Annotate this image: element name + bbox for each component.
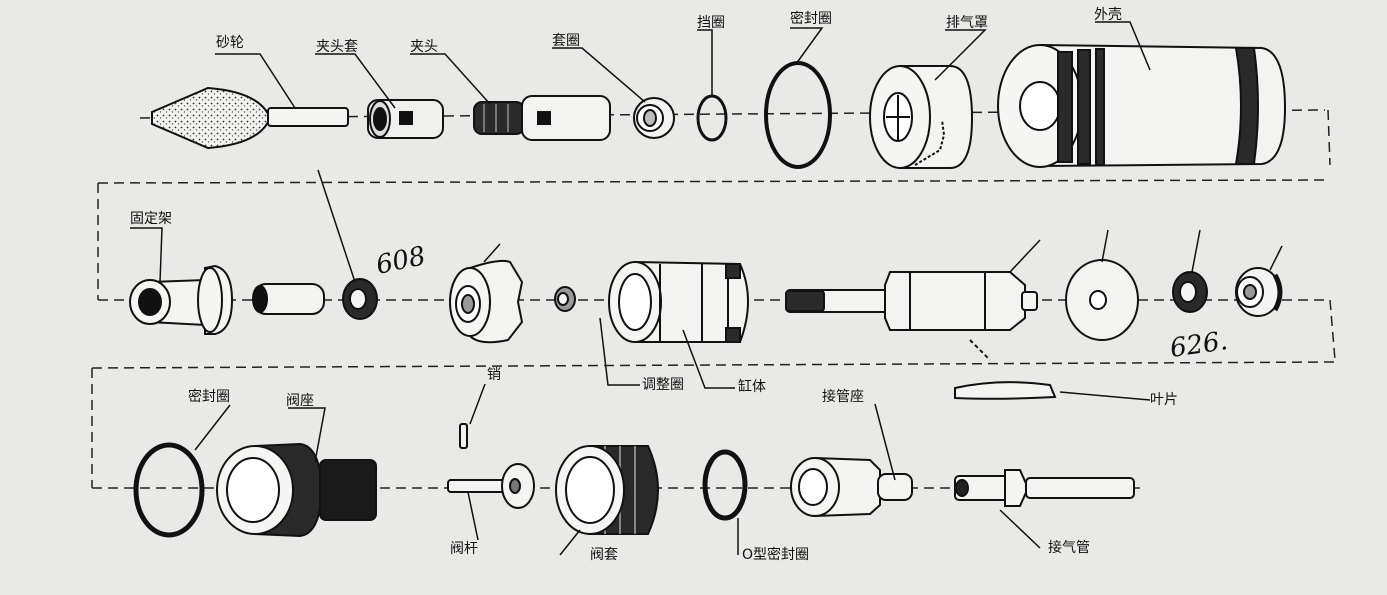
- label-valve-seat: 阀座: [286, 393, 314, 409]
- shaft-part: [252, 283, 325, 315]
- mount-part: [129, 264, 234, 335]
- label-valve-sleeve: 阀套: [590, 547, 618, 563]
- label-collet-sleeve: 夹头套: [316, 39, 358, 55]
- rear-plate-part: [1065, 259, 1139, 341]
- label-sleeve-ring: 套圈: [552, 33, 580, 49]
- end-ring-part: [1235, 267, 1283, 317]
- label-o-ring: O型密封圈: [742, 547, 810, 563]
- valve-seat-part: [216, 442, 377, 538]
- housing-part: [997, 44, 1287, 168]
- label-cylinder: 缸体: [738, 379, 766, 395]
- leader-lines: [130, 21, 1283, 556]
- label-housing: 外壳: [1094, 7, 1122, 23]
- seal-ring-top-part: [764, 61, 832, 169]
- label-air-pipe: 接气管: [1048, 540, 1090, 556]
- label-vane: 叶片: [1150, 392, 1178, 408]
- adjust-ring-part: [554, 286, 576, 312]
- label-seal-ring-bottom: 密封圈: [188, 389, 230, 405]
- front-plate-part: [449, 259, 524, 344]
- label-pin: 销: [487, 367, 501, 383]
- seal-ring-bottom-part: [133, 442, 205, 538]
- collet-part: [473, 95, 611, 141]
- label-grinding-wheel: 砂轮: [216, 35, 244, 51]
- o-ring-part: [702, 449, 748, 521]
- label-retaining-ring: 挡圈: [697, 15, 725, 31]
- label-mount: 固定架: [130, 211, 172, 227]
- air-pipe-part: [954, 469, 1135, 507]
- cylinder-part: [608, 260, 749, 343]
- label-collet: 夹头: [410, 39, 438, 55]
- rotor-part: [785, 271, 1038, 331]
- vane-part: [954, 339, 1057, 400]
- hose-seat-part: [790, 456, 913, 518]
- grinding-wheel-part: [151, 86, 349, 150]
- label-seal-ring-top: 密封圈: [790, 11, 832, 27]
- label-adjust-ring: 调整圈: [642, 377, 684, 393]
- bearing-626-part: [1172, 271, 1208, 313]
- label-valve-stem: 阀杆: [450, 541, 478, 557]
- label-exhaust-cover: 排气罩: [946, 15, 988, 31]
- sleeve-ring-part: [633, 97, 675, 139]
- retaining-ring-part: [696, 94, 728, 142]
- valve-sleeve-part: [555, 445, 659, 535]
- bearing-608-part: [342, 278, 378, 320]
- handwritten-626: 626.: [1168, 326, 1230, 364]
- valve-stem-part: [447, 463, 535, 509]
- label-hose-seat: 接管座: [822, 389, 864, 405]
- exhaust-cover-part: [869, 65, 974, 169]
- collet-sleeve-part: [367, 99, 444, 139]
- pin-part: [459, 423, 468, 449]
